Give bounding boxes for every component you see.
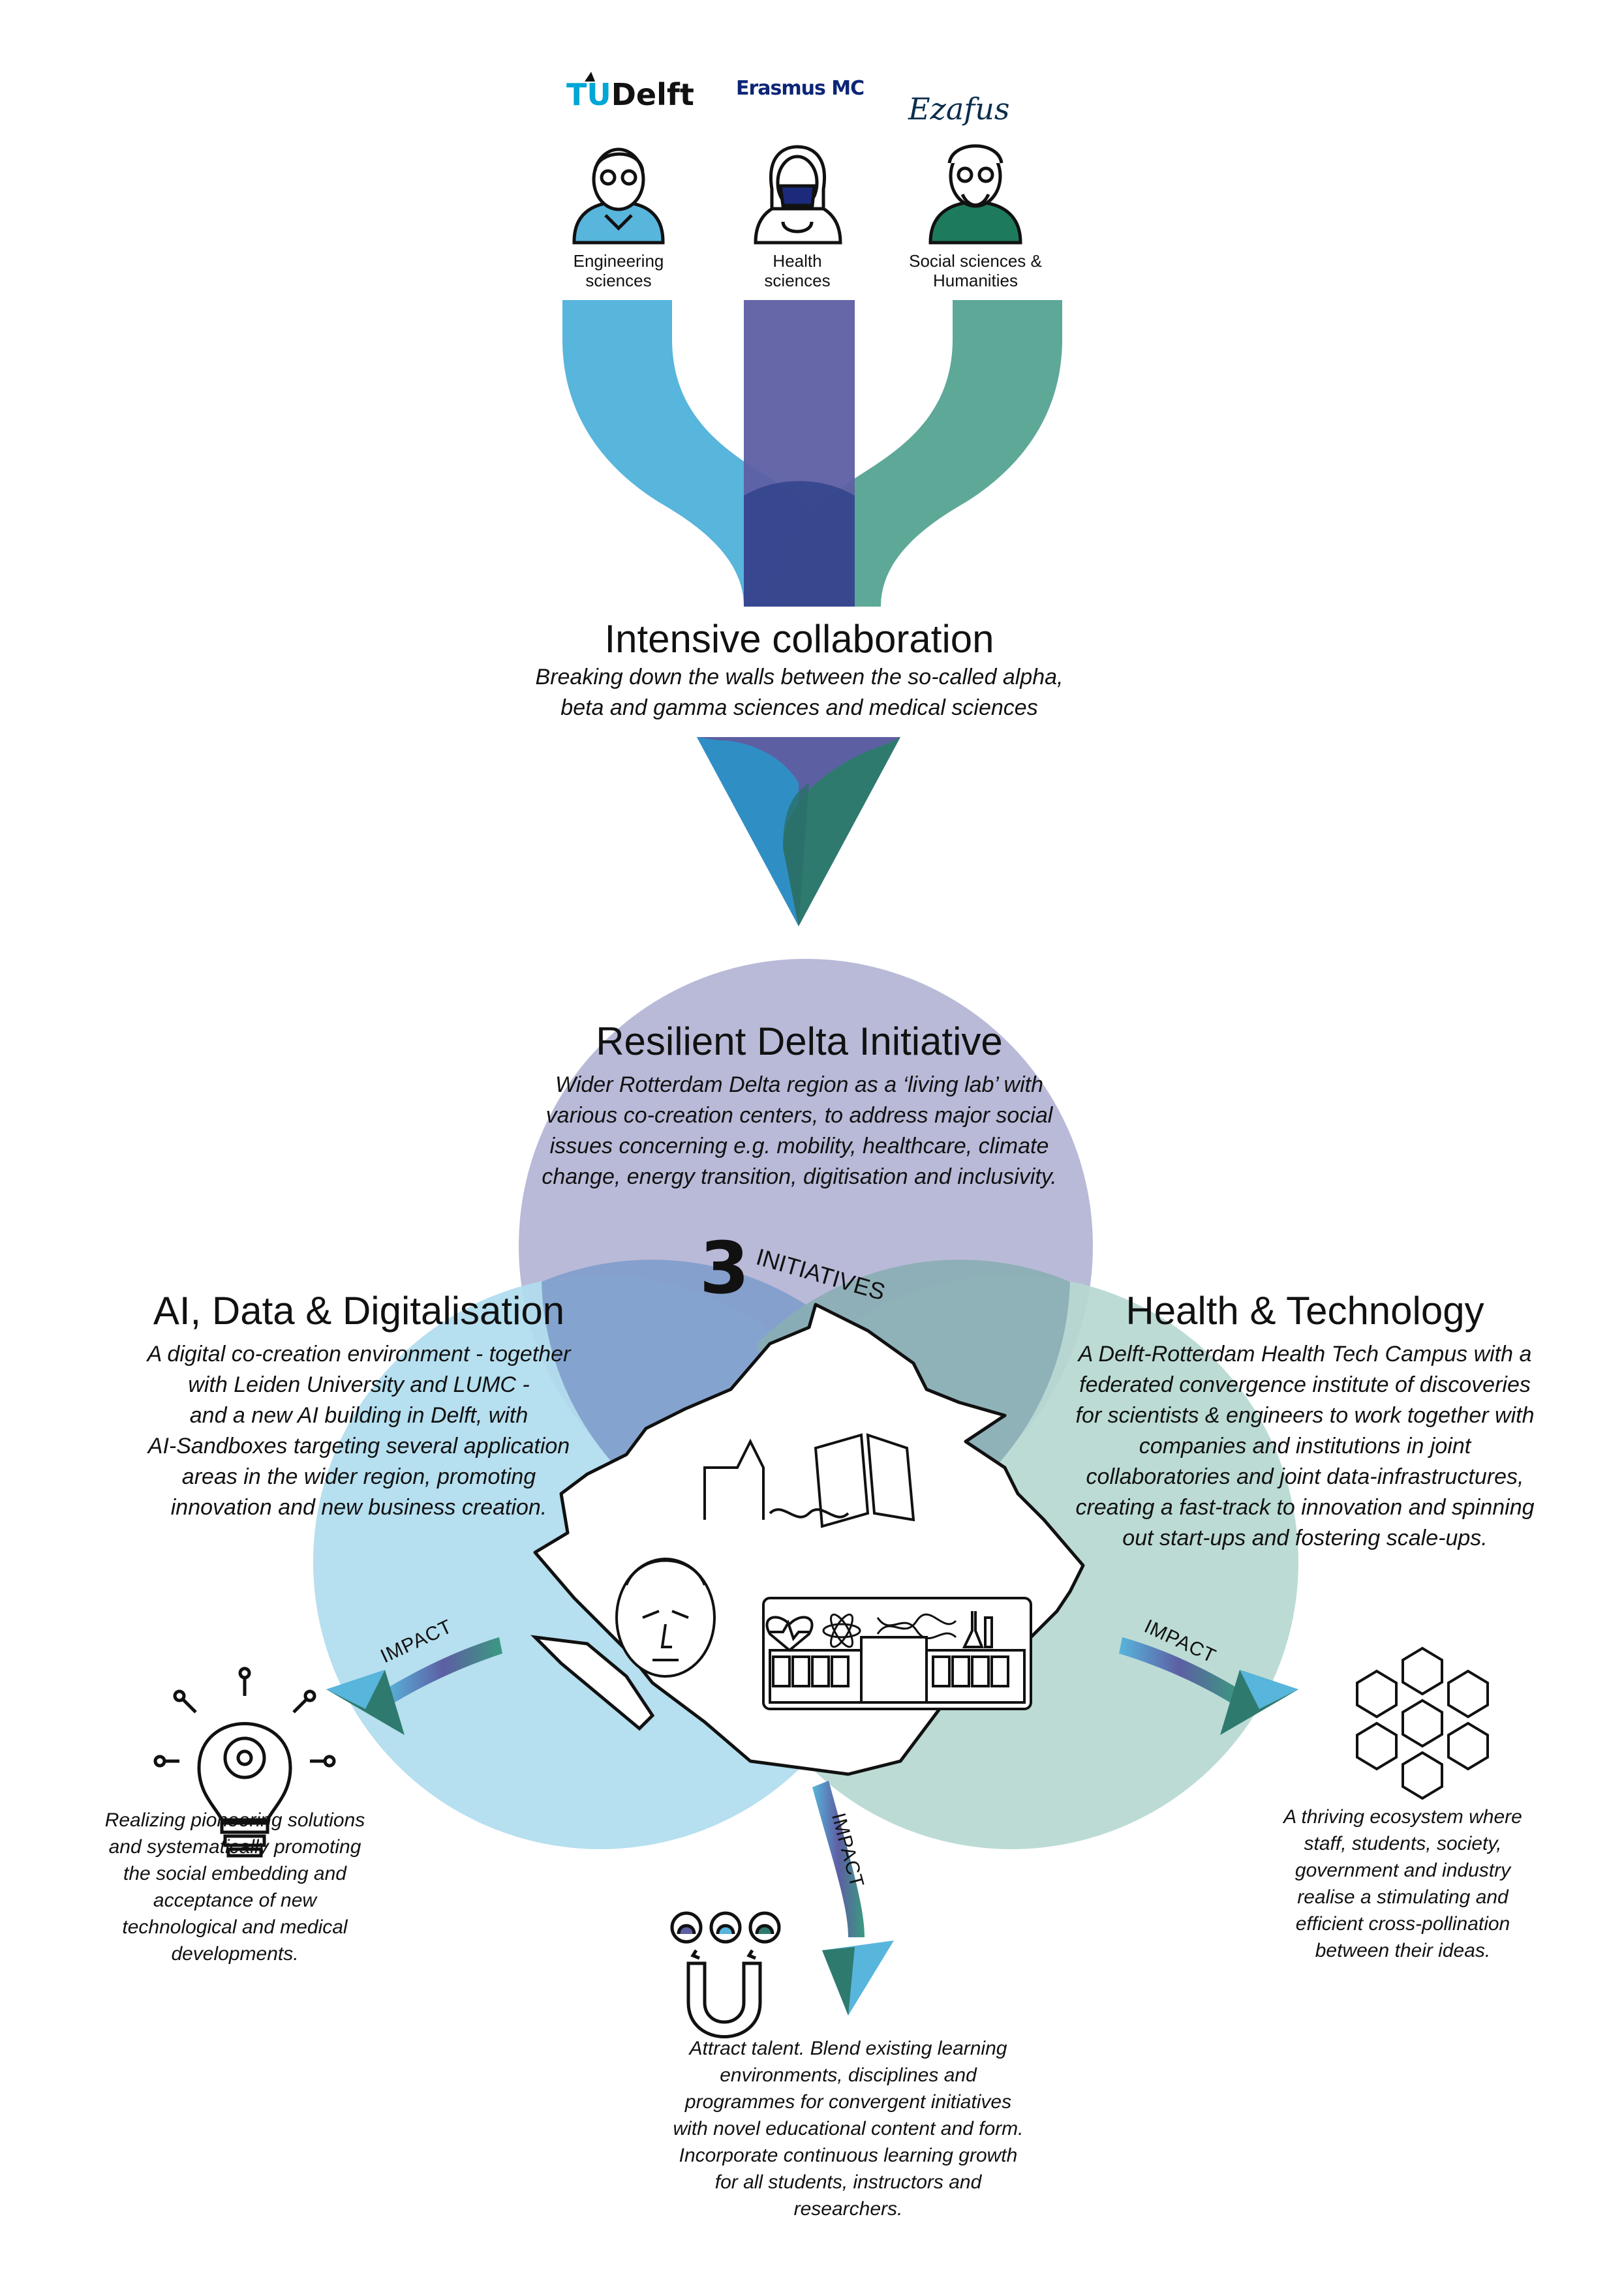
social-scientist-icon [928,144,1022,245]
discipline-social-line1: Social sciences & [909,251,1042,271]
lightbulb-gear-icon [153,1667,336,1858]
dna-icon [876,1613,957,1640]
ai-data-line: A digital co-creation environment - toge… [147,1342,571,1367]
campus-building [762,1597,1032,1710]
health-tech-line: for scientists & engineers to work toget… [1075,1403,1535,1428]
impact-right-text: A thriving ecosystem where staff, studen… [1253,1804,1553,1964]
impact-bottom-text: Attract talent. Blend existing learning … [626,2035,1070,2222]
impact-bottom-line: programmes for convergent initiatives [684,2091,1012,2113]
impact-bottom-line: researchers. [793,2198,903,2220]
health-tech-line: companies and institutions in joint [1139,1434,1471,1458]
impact-right-line: efficient cross-pollination [1295,1913,1510,1935]
impact-bottom-line: Incorporate continuous learning growth [679,2145,1018,2166]
discipline-social-label: Social sciences & Humanities [891,251,1060,290]
impact-bottom-line: with novel educational content and form. [673,2118,1024,2139]
impact-right-line: staff, students, society, [1304,1833,1502,1854]
impact-right-line: government and industry [1295,1860,1511,1881]
lab-flask-icon [962,1611,993,1648]
ai-data-line: innovation and new business creation. [170,1495,547,1520]
health-tech-description: A Delft-Rotterdam Health Tech Campus wit… [1018,1339,1592,1554]
impact-left-line: acceptance of new [153,1890,317,1911]
erasmus-logo: Ezafus [908,91,1010,127]
resilient-delta-line: Wider Rotterdam Delta region as a ‘livin… [555,1072,1044,1097]
health-tech-line: creating a fast-track to innovation and … [1075,1495,1535,1520]
impact-bottom-line: environments, disciplines and [720,2064,977,2086]
heart-icon [765,1616,814,1652]
impact-left-line: developments. [171,1943,299,1965]
impact-bottom-line: for all students, instructors and [714,2171,982,2193]
stream-overlap [744,481,855,607]
ai-data-description: A digital co-creation environment - toge… [85,1339,633,1523]
discipline-health-label: Health sciences [726,251,869,290]
impact-arrow-right [1119,1637,1240,1702]
collaboration-subtitle-line1: Breaking down the walls between the so-c… [535,665,1064,689]
discipline-engineering-line2: sciences [585,271,652,290]
hexagon-network-icon [1356,1646,1489,1800]
ai-data-line: AI-Sandboxes targeting several applicati… [147,1434,570,1458]
resilient-delta-line: issues concerning e.g. mobility, healthc… [549,1134,1049,1158]
erasmus-mc-logo: Erasmus MC [736,77,865,100]
discipline-engineering-line1: Engineering [573,251,664,271]
resilient-delta-title: Resilient Delta Initiative [596,1020,1003,1063]
engineer-person-icon [572,147,665,245]
tudelft-logo-prefix: TU [566,77,611,112]
health-tech-line: out start-ups and fostering scale-ups. [1122,1526,1488,1550]
initiatives-number: 3 [699,1226,750,1310]
discipline-health-line1: Health [773,251,822,271]
tudelft-logo: TUDelft [566,77,694,112]
discipline-streams [562,300,1062,607]
ai-data-line: and a new AI building in Delft, with [189,1403,529,1428]
impact-arrows [326,1637,1298,2016]
impact-left-line: and systematically promoting [108,1836,361,1858]
delta-region-map [530,1303,1085,1776]
discipline-social-line2: Humanities [932,271,1019,290]
impact-right-line: realise a stimulating and [1297,1886,1509,1908]
impact-left-line: technological and medical [122,1916,348,1938]
collaboration-title: Intensive collaboration [604,617,994,661]
magnet-people-icon [670,1911,781,2038]
health-tech-line: collaboratories and joint data-infrastru… [1086,1464,1524,1489]
discipline-engineering-label: Engineering sciences [547,251,690,290]
impact-right-line: A thriving ecosystem where [1283,1806,1522,1828]
impact-left-text: Realizing pioneering solutions and syste… [72,1807,398,1967]
impact-bottom-line: Attract talent. Blend existing learning [689,2038,1007,2059]
collaboration-funnel [697,737,900,926]
resilient-delta-description: Wider Rotterdam Delta region as a ‘livin… [424,1070,1174,1192]
impact-arrow-bottom [812,1781,865,1937]
health-tech-line: A Delft-Rotterdam Health Tech Campus wit… [1078,1342,1532,1367]
ai-data-line: with Leiden University and LUMC - [188,1372,530,1397]
tudelft-flame-icon [585,72,595,82]
impact-right-line: between their ideas. [1315,1940,1491,1961]
impact-arrow-left [385,1637,502,1702]
health-tech-title: Health & Technology [1126,1289,1484,1333]
impact-left-line: the social embedding and [123,1863,346,1884]
collaboration-subtitle-line2: beta and gamma sciences and medical scie… [560,695,1038,720]
brain-head-icon [615,1558,716,1678]
tudelft-logo-suffix: Delft [611,77,694,112]
atom-icon [822,1613,861,1648]
health-tech-line: federated convergence institute of disco… [1079,1372,1531,1397]
impact-left-line: Realizing pioneering solutions [104,1809,365,1831]
collaboration-subtitle: Breaking down the walls between the so-c… [391,662,1207,723]
ai-data-title: AI, Data & Digitalisation [153,1289,565,1333]
resilient-delta-line: change, energy transition, digitisation … [542,1164,1057,1189]
health-person-icon [754,145,842,245]
ai-data-line: areas in the wider region, promoting [181,1464,536,1489]
resilient-delta-line: various co-creation centers, to address … [545,1103,1053,1128]
discipline-health-line2: sciences [764,271,831,290]
